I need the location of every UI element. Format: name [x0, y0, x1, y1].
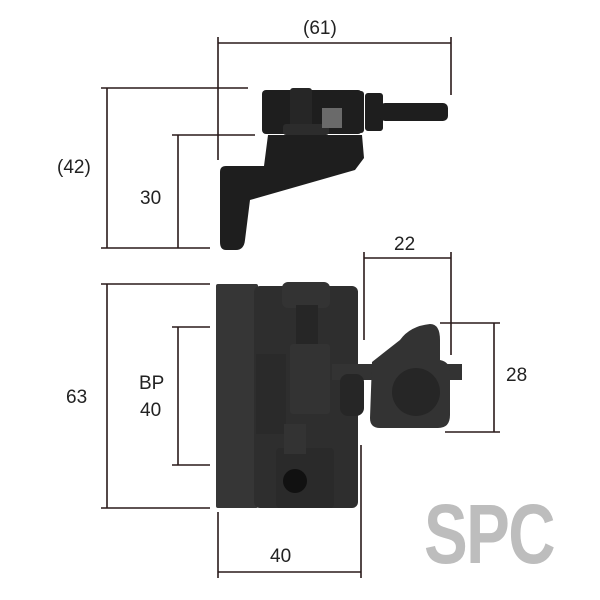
dim-label-arm-height: 28: [506, 365, 528, 386]
dim-label-body-width: 40: [270, 546, 292, 567]
brand-logo: SPC: [424, 487, 556, 581]
dim-label-body-height: 63: [66, 387, 88, 408]
dimension-lines: [101, 37, 500, 578]
dim-label-top-width: (61): [303, 18, 337, 39]
dim-label-arm-width: 22: [394, 234, 416, 255]
dim-label-backset-value: 40: [140, 400, 162, 421]
dim-label-backset: BP: [139, 373, 165, 394]
top-view-part: [220, 88, 448, 250]
dim-label-inner-height: 30: [140, 188, 162, 209]
front-view-part: [216, 282, 462, 508]
dim-label-top-height: (42): [57, 157, 91, 178]
